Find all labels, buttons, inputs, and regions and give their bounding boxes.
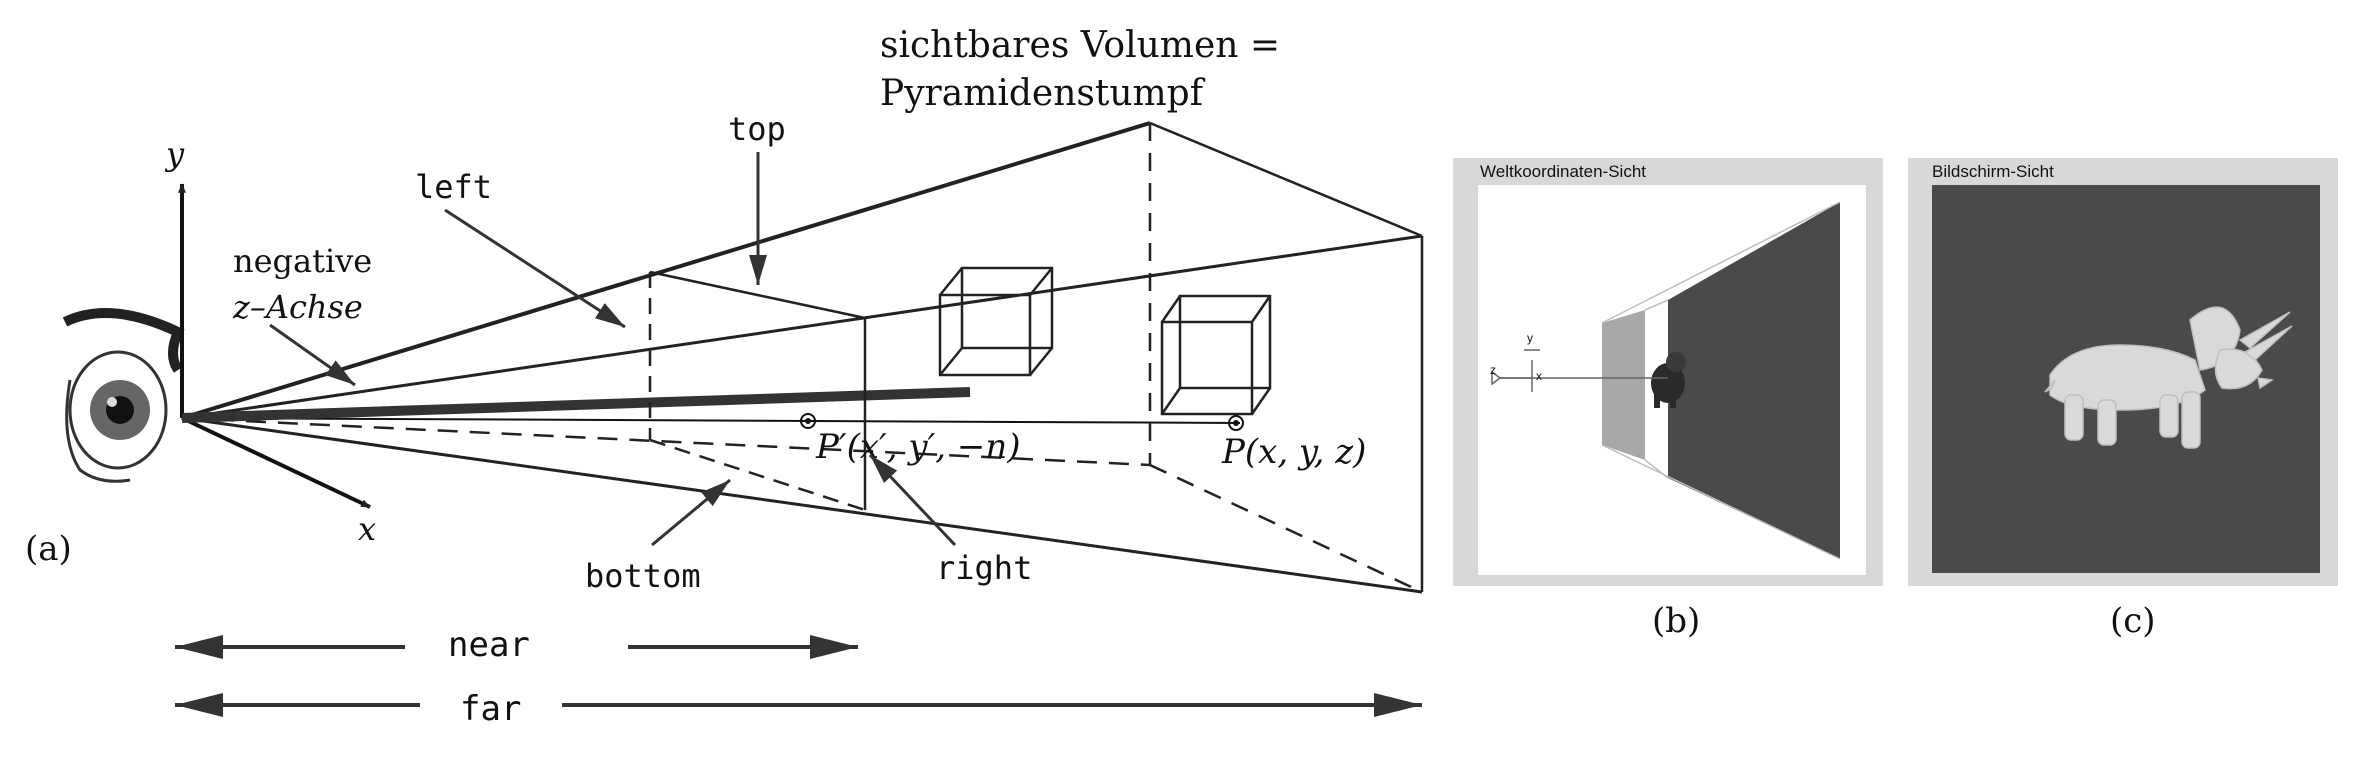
coordinate-axes (178, 183, 1241, 509)
far-plane (1148, 121, 1424, 594)
caption-a: (a) (25, 529, 72, 569)
world-view-axis-y: y (1527, 331, 1533, 345)
original-point-marker (1228, 415, 1244, 431)
right-label: right (936, 549, 1032, 587)
frustum-title-line2: Pyramidenstumpf (880, 73, 1206, 114)
caption-c: (c) (2110, 601, 2156, 641)
y-axis-label: y (164, 135, 185, 173)
projected-point-label: P′(x′, y′, −n) (815, 427, 1021, 467)
frustum-title-line1: sichtbares Volumen = (880, 25, 1280, 66)
negative-z-label-line1: negative (233, 242, 372, 280)
x-axis-label: x (358, 510, 376, 548)
world-view-title: Weltkoordinaten-Sicht (1480, 162, 1646, 181)
left-label: left (415, 168, 492, 206)
screen-view-title: Bildschirm-Sicht (1932, 162, 2054, 181)
near-plane (648, 270, 867, 512)
world-view-near-plane (1602, 310, 1645, 460)
bottom-label: bottom (585, 557, 701, 595)
world-view-frustum-lines (1601, 201, 1841, 560)
negative-z-label-line2: z–Achse (232, 288, 363, 326)
world-view-axis-x: x (1536, 369, 1542, 383)
top-label: top (728, 110, 786, 148)
neg-z-arrow (269, 323, 356, 387)
near-label: near (448, 625, 530, 665)
world-view-axes-icon (1491, 349, 1668, 392)
bottom-arrow (651, 478, 731, 547)
frustum-edges (181, 121, 1423, 594)
panel-c: Bildschirm-Sicht (c) (1908, 158, 2338, 641)
far-cube (1160, 294, 1272, 416)
eye-icon (62, 308, 185, 483)
world-view-axis-z: z (1490, 363, 1496, 377)
world-view-far-volume (1668, 202, 1840, 559)
right-arrow (868, 453, 957, 547)
triceratops-model (2044, 306, 2293, 449)
caption-b: (b) (1652, 601, 1700, 641)
original-point-label: P(x, y, z) (1221, 432, 1366, 472)
left-arrow (444, 208, 626, 329)
annotation-arrows (269, 152, 957, 547)
world-view-model-icon (1651, 352, 1686, 408)
near-cube (938, 266, 1054, 377)
panel-a: sichtbares Volumen = Pyramidenstumpf y x (25, 25, 1424, 729)
projected-point-marker (800, 413, 816, 429)
panel-b: Weltkoordinaten-Sicht y x z (b) (1453, 158, 1883, 641)
far-label: far (460, 689, 521, 729)
